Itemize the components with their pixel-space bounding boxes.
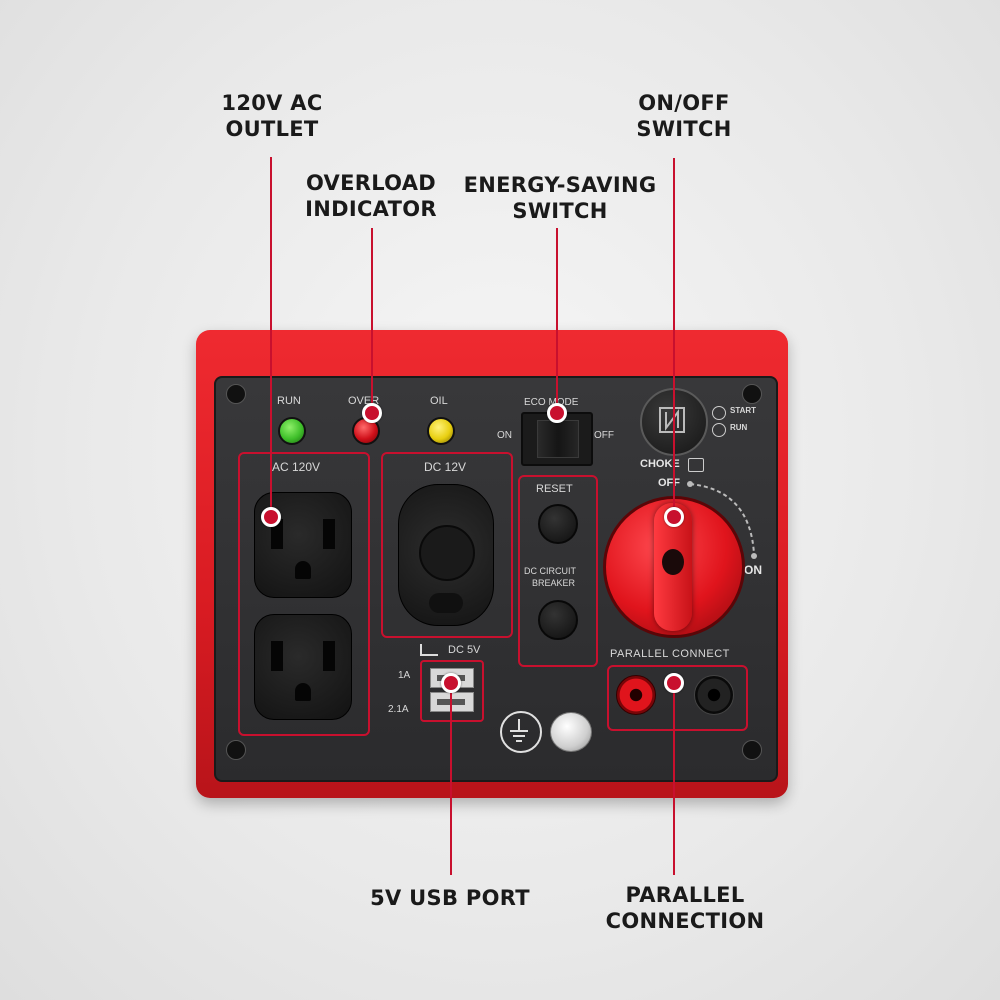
callout-parallel-line2: CONNECTION: [605, 909, 765, 933]
leader-line-parallel: [673, 682, 675, 875]
screw-icon: [226, 384, 246, 404]
callout-ac-outlet: 120V AC OUTLET: [210, 90, 334, 142]
dc-5v-label: DC 5V: [448, 644, 481, 656]
parallel-box: [607, 665, 748, 731]
leader-line-onoff: [673, 158, 675, 516]
ac-outlet-bottom[interactable]: [254, 614, 352, 720]
dc12-box: [381, 452, 513, 638]
knob-off-label: OFF: [658, 477, 680, 489]
usb-symbol-icon: [420, 644, 438, 656]
ground-lines-icon: [510, 719, 528, 742]
callout-parallel-line1: PARALLEL: [625, 883, 745, 907]
ground-symbol-icon: [500, 711, 542, 753]
knob-arc-icon: [687, 481, 757, 559]
ac-120v-label: AC 120V: [272, 460, 321, 474]
callout-energy-saving-line2: SWITCH: [512, 199, 608, 223]
eco-mode-label: ECO MODE: [524, 397, 579, 408]
callout-onoff-line2: SWITCH: [636, 117, 732, 141]
callout-dot-ac-outlet: [261, 507, 281, 527]
screw-icon: [742, 740, 762, 760]
parallel-terminal-red[interactable]: [616, 675, 656, 715]
ground-terminal-nut[interactable]: [550, 712, 592, 752]
oil-indicator-light: [427, 417, 455, 445]
leader-line-usb: [450, 682, 452, 875]
screw-icon: [742, 384, 762, 404]
choke-symbol-icon: [659, 407, 685, 433]
callout-dot-parallel: [664, 673, 684, 693]
callout-dot-onoff: [664, 507, 684, 527]
usb-1a-label: 1A: [398, 670, 411, 681]
usb-21a-label: 2.1A: [388, 704, 409, 715]
callout-overload-line1: OVERLOAD: [305, 171, 437, 195]
usb-box: [420, 660, 484, 722]
parallel-terminal-black[interactable]: [694, 675, 734, 715]
outlet-ground-hole: [295, 683, 311, 701]
reset-breaker-box: [518, 475, 598, 667]
callout-ac-outlet-line2: OUTLET: [225, 117, 319, 141]
choke-position-icon: [688, 458, 704, 472]
reset-button[interactable]: [538, 504, 578, 544]
start-label: START: [730, 406, 757, 415]
run-label: RUN: [277, 395, 301, 407]
run-arrow-icon: [712, 423, 726, 437]
eco-off-label: OFF: [594, 430, 614, 441]
callout-parallel: PARALLEL CONNECTION: [600, 882, 770, 934]
callout-usb-line1: 5V USB PORT: [370, 886, 530, 910]
onoff-knob-hole: [662, 549, 684, 575]
run-indicator-light: [278, 417, 306, 445]
outlet-slot-left: [271, 641, 283, 671]
knob-on-label: ON: [744, 563, 762, 577]
dc-12v-label: DC 12V: [424, 460, 467, 474]
reset-label: RESET: [536, 483, 573, 495]
outlet-slot-right: [323, 641, 335, 671]
usb-port-21a[interactable]: [430, 692, 474, 712]
oil-label: OIL: [430, 395, 448, 407]
callout-energy-saving-line1: ENERGY-SAVING: [463, 173, 657, 197]
breaker-label-line1: DC CIRCUIT: [524, 566, 576, 576]
outlet-slot-right: [323, 519, 335, 549]
dc-circuit-breaker-button[interactable]: [538, 600, 578, 640]
callout-dot-energy-saving: [547, 403, 567, 423]
eco-switch-rocker: [537, 420, 579, 458]
callout-onoff-line1: ON/OFF: [638, 91, 730, 115]
callout-dot-usb: [441, 673, 461, 693]
outlet-ground-hole: [295, 561, 311, 579]
eco-on-label: ON: [497, 430, 512, 441]
leader-line-energy-saving: [556, 228, 558, 412]
callout-ac-outlet-line1: 120V AC: [221, 91, 323, 115]
leader-line-overload: [371, 228, 373, 412]
choke-run-label: RUN: [730, 423, 748, 432]
callout-onoff: ON/OFF SWITCH: [625, 90, 743, 142]
ac-outlet-box: [238, 452, 370, 736]
dc12-cap-tab: [429, 593, 463, 613]
breaker-label-line2: BREAKER: [532, 578, 576, 588]
callout-usb: 5V USB PORT: [355, 885, 545, 911]
parallel-connect-label: PARALLEL CONNECT: [610, 648, 730, 660]
dc12-socket-center: [419, 525, 475, 581]
screw-icon: [226, 740, 246, 760]
start-arrow-icon: [712, 406, 726, 420]
callout-overload-line2: INDICATOR: [305, 197, 437, 221]
dc12-socket-cap[interactable]: [398, 484, 494, 626]
callout-energy-saving: ENERGY-SAVING SWITCH: [455, 172, 665, 224]
leader-line-ac-outlet: [270, 157, 272, 516]
callout-dot-overload: [362, 403, 382, 423]
choke-label: CHOKE: [640, 458, 680, 470]
callout-overload: OVERLOAD INDICATOR: [300, 170, 442, 222]
